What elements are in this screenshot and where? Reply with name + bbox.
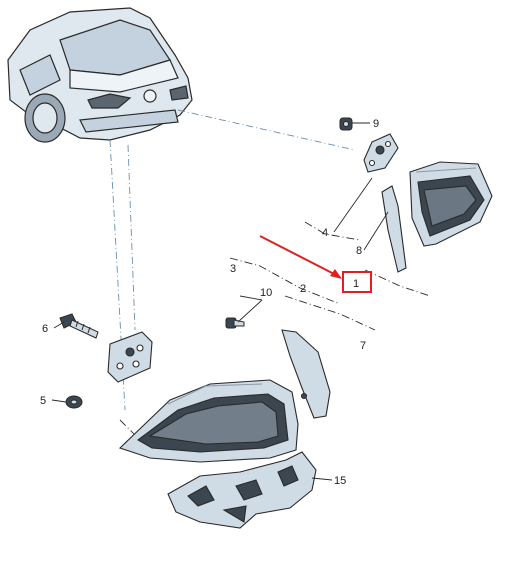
car-rear-illustration xyxy=(7,7,193,143)
callout-6: 6 xyxy=(42,323,48,335)
tail-lamp-part-2 xyxy=(118,379,299,463)
screw-part-10 xyxy=(225,317,245,329)
callout-5: 5 xyxy=(40,395,46,407)
grommet-part-5 xyxy=(65,395,83,409)
callout-15: 15 xyxy=(334,475,346,487)
bolt-part-6 xyxy=(59,313,99,339)
gasket-part-left xyxy=(107,331,153,383)
callout-2: 2 xyxy=(300,283,306,295)
callout-4: 4 xyxy=(322,227,328,239)
callout-3: 3 xyxy=(230,263,236,275)
tail-lamp-part-1 xyxy=(409,161,493,247)
seal-strip-part-8 xyxy=(381,185,407,273)
callout-8: 8 xyxy=(356,245,362,257)
callout-labels: 9 4 8 1 3 2 10 6 7 5 15 xyxy=(40,118,379,487)
callout-10: 10 xyxy=(260,287,272,299)
callout-7: 7 xyxy=(360,340,366,352)
nut-part-9 xyxy=(339,117,353,131)
highlight-box xyxy=(342,271,372,293)
callout-1: 1 xyxy=(353,278,359,290)
gasket-part-4 xyxy=(363,133,399,173)
callout-leaders xyxy=(51,122,389,481)
trim-panel-part-7 xyxy=(281,329,331,419)
bracket-part-15 xyxy=(167,451,317,529)
callout-9: 9 xyxy=(373,118,379,130)
highlight-arrow xyxy=(259,235,342,279)
